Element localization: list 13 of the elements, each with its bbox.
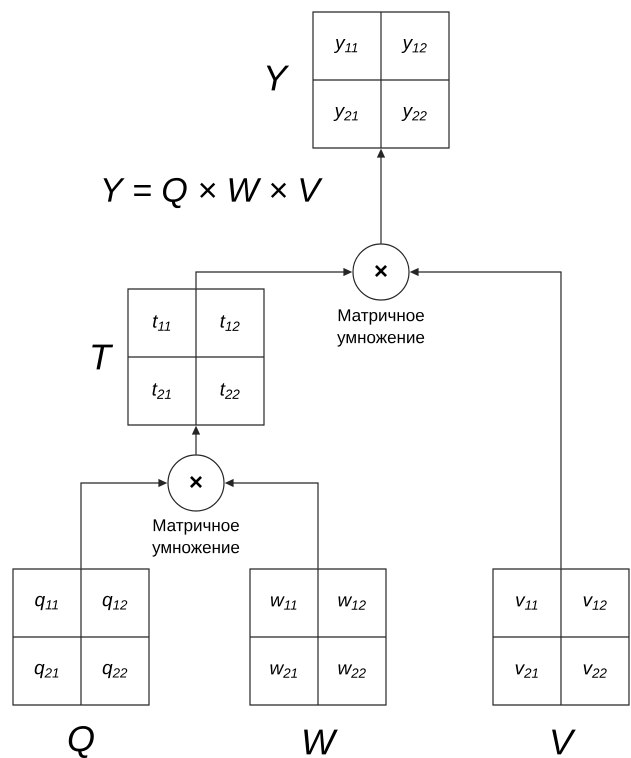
matrix-name: Y xyxy=(266,66,290,90)
matrix-name: T xyxy=(92,344,114,370)
matrix-grid: v$_{11}$ v$_{12}$ v$_{21}$ v$_{22}$ xyxy=(492,568,630,706)
matrix-name: W xyxy=(304,730,338,754)
matrix-grid: w$_{11}$ w$_{12}$ w$_{21}$ w$_{22}$ xyxy=(249,568,387,706)
operation-caption: Матричное умножение xyxy=(152,519,240,557)
formula-text: Y = Q × W × V xyxy=(103,178,323,208)
matrix-name: V xyxy=(552,730,576,754)
operation-caption: Матричное умножение xyxy=(337,309,424,347)
matrix-name: Q xyxy=(68,726,94,758)
matrix-grid: y$_{11}$ y$_{12}$ y$_{21}$ y$_{22}$ xyxy=(312,11,450,149)
matrix-grid: t$_{11}$ t$_{12}$ t$_{21}$ t$_{22}$ xyxy=(127,288,265,426)
matrix-grid: q$_{11}$ q$_{12}$ q$_{21}$ q$_{22}$ xyxy=(12,568,150,706)
